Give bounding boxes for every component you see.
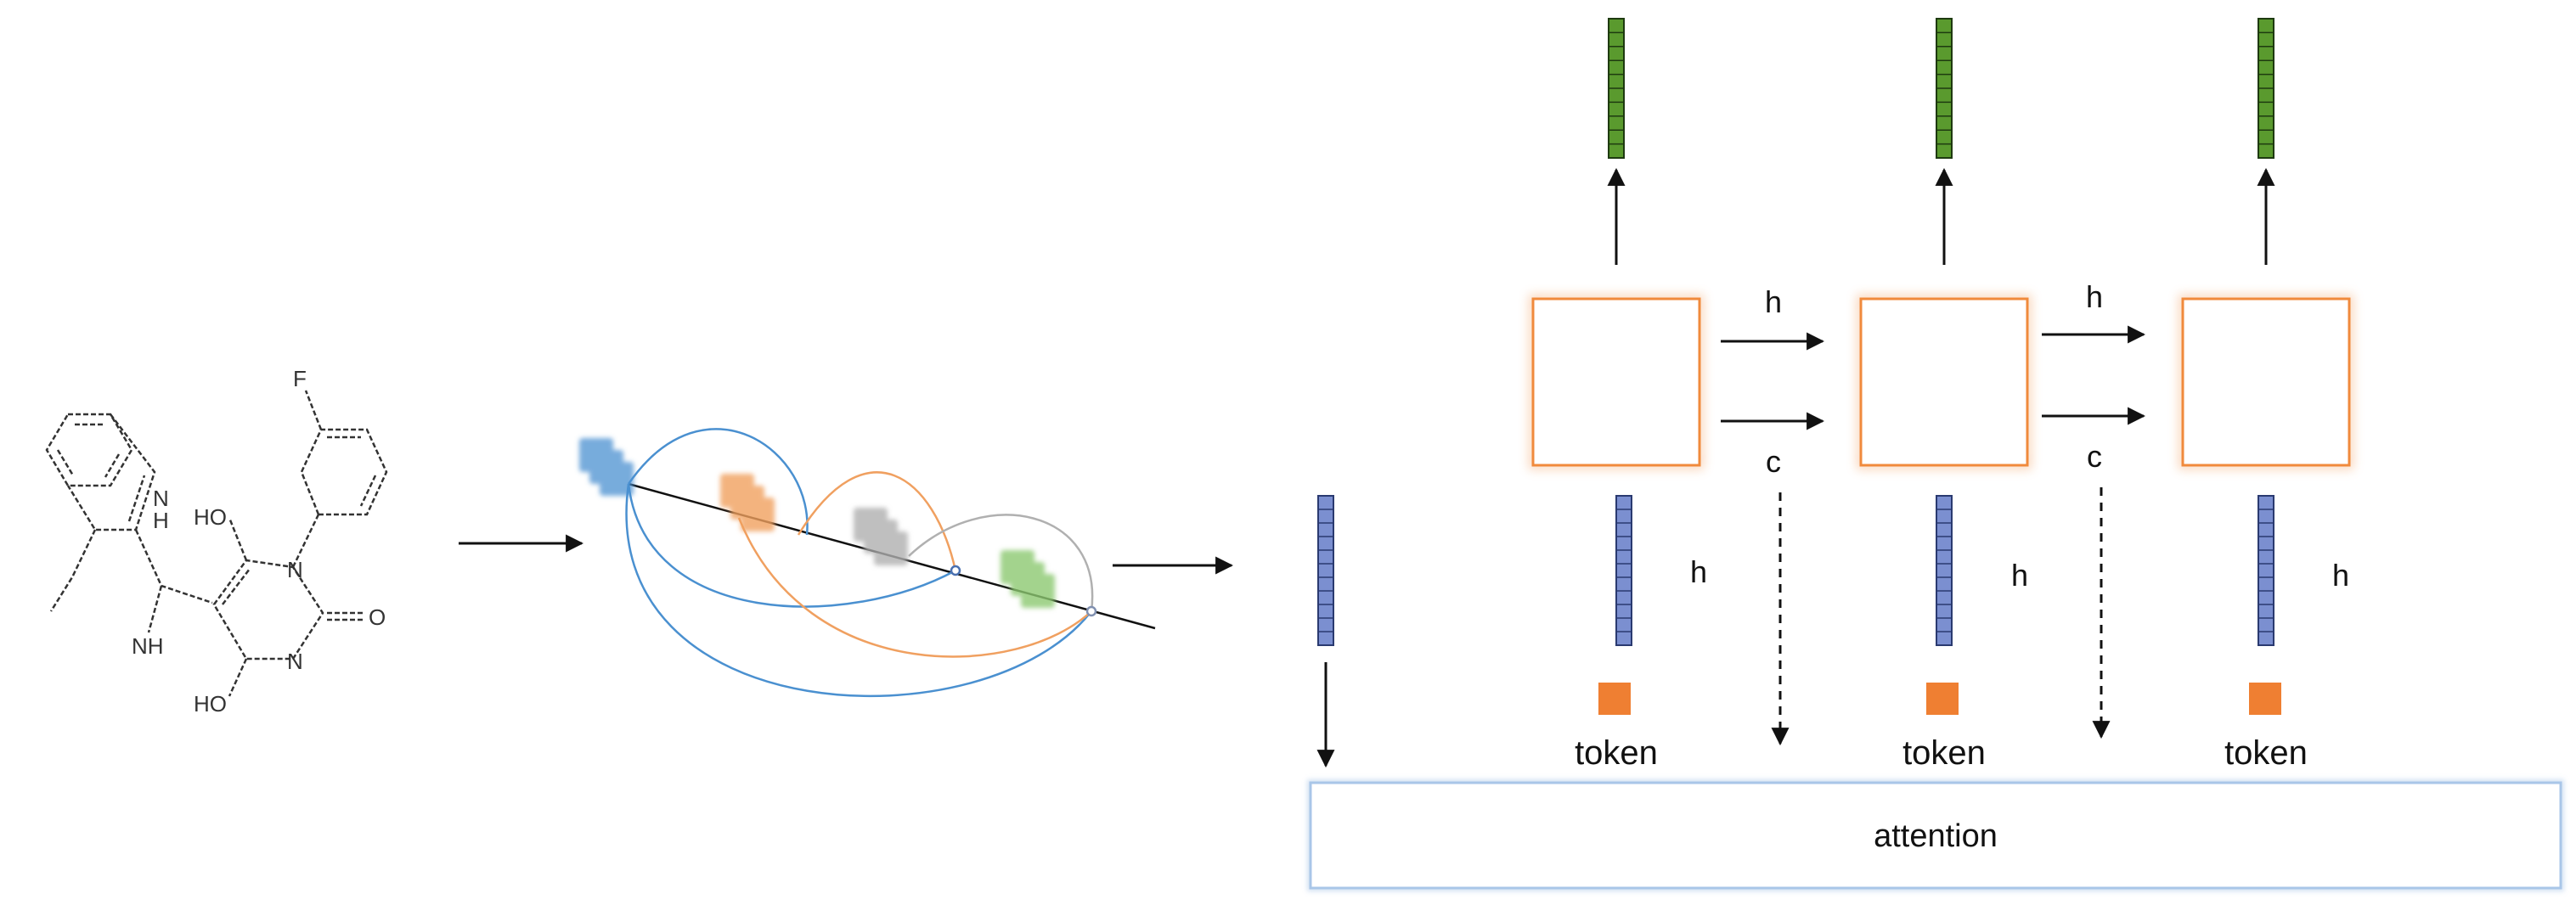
atom-f: F — [293, 366, 307, 391]
ethyl-chain — [49, 529, 97, 612]
nh-bond — [147, 585, 163, 633]
c-label: c — [2087, 439, 2102, 474]
hidden-vector — [1615, 495, 1632, 646]
edge-blue-3 — [625, 483, 1092, 697]
atom-o: O — [369, 604, 386, 630]
edge-blue-2 — [627, 483, 956, 608]
transition-1-to-2: h c — [1721, 284, 1825, 746]
edge-orange-1 — [737, 517, 1092, 658]
output-vector — [1608, 18, 1625, 159]
graph-node-dot-2 — [1085, 605, 1097, 617]
output-vector — [2258, 18, 2274, 159]
decoder-step-1: h token — [1529, 18, 1707, 772]
node-embedding-orange — [720, 474, 775, 531]
pyrimidine-ring — [212, 559, 324, 660]
transition-2-to-3: h c — [2042, 279, 2146, 739]
edge-orange-2 — [797, 471, 957, 571]
fluoro-bond — [304, 390, 323, 430]
lstm-cell — [2181, 297, 2351, 467]
hidden-label: h — [1690, 554, 1707, 589]
atom-n-top: N — [287, 557, 303, 582]
c-label: c — [1766, 444, 1781, 479]
hidden-vector — [1936, 495, 1953, 646]
edge-blue-1 — [627, 428, 809, 536]
fluorophenyl-ring — [300, 428, 388, 516]
ho-top-bond — [228, 517, 248, 561]
indole-benzene-ring — [45, 413, 133, 487]
atom-ho-bottom: HO — [194, 691, 227, 717]
hidden-label: h — [2011, 558, 2028, 593]
node-embedding-blue — [579, 438, 634, 496]
atom-n-bottom: N — [287, 649, 303, 674]
graph-node-embeddings — [579, 438, 1055, 608]
token-label: token — [2224, 734, 2308, 772]
molecule-structure — [45, 390, 388, 697]
token-square — [1926, 683, 1959, 715]
h-label: h — [1765, 284, 1782, 319]
attention-label: attention — [1874, 818, 1998, 854]
output-vector — [1936, 18, 1953, 159]
decoder-step-3: h token — [2179, 18, 2353, 772]
hidden-vector — [2258, 495, 2274, 646]
token-square — [1598, 683, 1631, 715]
decoder-step-2: h token — [1857, 18, 2032, 772]
node-embedding-green — [1001, 550, 1055, 608]
atom-ho-top: HO — [194, 504, 227, 530]
lstm-cell — [1859, 297, 2029, 467]
atom-nh-link: NH — [132, 633, 164, 659]
lstm-cell — [1531, 297, 1701, 467]
token-square — [2249, 683, 2281, 715]
edge-gray-1 — [908, 514, 1094, 612]
methine-linker — [134, 529, 213, 604]
ho-bottom-bond — [228, 658, 248, 697]
attention-block: attention — [1307, 779, 2564, 891]
indole-pyrrole-ring — [66, 413, 156, 531]
token-label: token — [1902, 734, 1986, 772]
context-vector — [1317, 495, 1334, 646]
hidden-label: h — [2332, 558, 2349, 593]
n-aryl-bond — [291, 514, 320, 568]
node-embedding-gray — [854, 508, 908, 565]
token-label: token — [1575, 734, 1658, 772]
h-label: h — [2086, 279, 2103, 314]
graph-node-dot-1 — [950, 565, 961, 576]
